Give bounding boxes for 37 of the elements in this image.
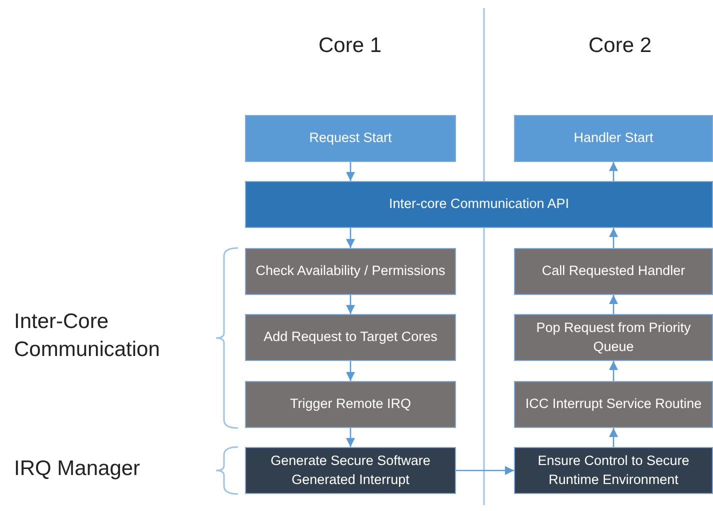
arrow [608,162,618,181]
arrow [346,228,356,248]
box-text: Request Start [309,129,392,148]
process-box [514,115,713,162]
section-label: Inter-Core Communication [14,309,161,364]
arrow [608,361,618,381]
box-text: Check Availability / Permissions [256,262,446,280]
box-text: Pop Request from Priority Queue [535,319,692,356]
box-text: Generate Secure Software Generated Interrupt [270,452,432,489]
box-text: Call Requested Handler [542,262,686,280]
box-text: Inter-core Communication API [388,195,570,214]
arrow [346,162,356,181]
box-text: ICC Interrupt Service Routine [525,395,702,414]
process-box [245,248,456,295]
process-box [245,447,456,494]
arrow [346,361,356,381]
process-box [245,115,456,162]
process-box [245,181,713,228]
arrow [346,428,356,447]
box-text: Handler Start [574,129,654,148]
process-box [514,314,713,361]
arrow [456,466,514,476]
column-heading: Core 1 [317,33,383,59]
process-box [514,381,713,428]
section-label: IRQ Manager [14,456,142,482]
process-box [245,381,456,428]
process-box [245,314,456,361]
arrow [346,295,356,314]
process-box [514,447,713,494]
column-heading: Core 2 [587,33,653,59]
arrow [608,295,618,314]
box-text: Add Request to Target Cores [264,328,438,346]
process-box [514,248,713,295]
arrow [608,428,618,447]
box-text: Ensure Control to Secure Runtime Environment [536,452,690,488]
box-text: Trigger Remote IRQ [290,395,412,414]
arrow [608,228,618,248]
